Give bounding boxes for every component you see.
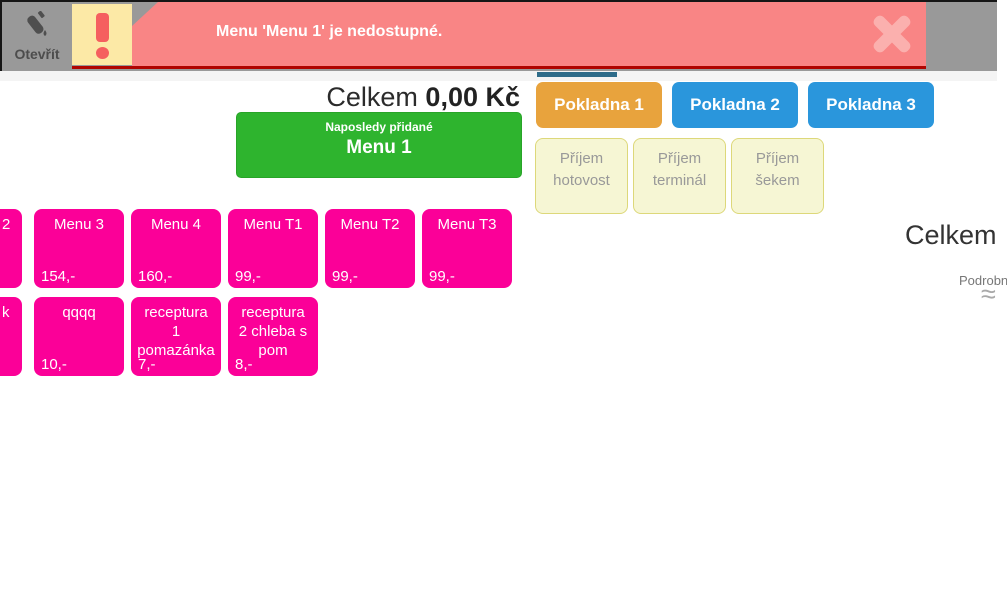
order-total: Celkem 0,00 Kč: [230, 82, 520, 113]
product-price: 160,-: [138, 268, 173, 285]
product-price: 10,-: [41, 356, 67, 373]
active-tab-indicator: [537, 72, 617, 77]
tabs-strip: [0, 71, 997, 81]
receipt-details-link[interactable]: Podrobnosti: [959, 273, 1007, 288]
product-price: 7,-: [138, 356, 156, 373]
payment-cash-button[interactable]: Příjem hotovost: [535, 138, 628, 214]
product-tile[interactable]: qqqq 10,-: [34, 297, 124, 376]
last-added-name: Menu 1: [346, 137, 412, 158]
payment-terminal-button[interactable]: Příjem terminál: [633, 138, 726, 214]
last-added-caption: Naposledy přidané: [325, 120, 433, 134]
product-tile-partial[interactable]: 2: [0, 209, 22, 288]
exclamation-icon: [96, 13, 109, 42]
register-button-2[interactable]: Pokladna 2: [672, 82, 798, 128]
notification-underline: [72, 66, 926, 69]
notification-banner: Menu 'Menu 1' je nedostupné.: [132, 2, 926, 66]
last-added-button[interactable]: Naposledy přidané Menu 1: [236, 112, 522, 178]
close-icon[interactable]: [869, 13, 915, 55]
product-tile-partial[interactable]: k: [0, 297, 22, 376]
product-tile[interactable]: receptura 2 chleba s pom 8,-: [228, 297, 318, 376]
open-button-label: Otevřít: [14, 46, 60, 62]
product-tile[interactable]: Menu T3 99,-: [422, 209, 512, 288]
product-price: 8,-: [235, 356, 253, 373]
order-total-label: Celkem: [326, 82, 418, 112]
register-button-1[interactable]: Pokladna 1: [536, 82, 662, 128]
product-price: 99,-: [332, 268, 358, 285]
product-tile[interactable]: Menu 3 154,-: [34, 209, 124, 288]
collapse-chevron-icon[interactable]: ≈: [981, 279, 996, 309]
exclamation-icon-dot: [96, 47, 109, 59]
bottle-icon: [27, 11, 47, 36]
product-price: 99,-: [235, 268, 261, 285]
warning-icon-box: [72, 4, 132, 65]
product-tile[interactable]: Menu T1 99,-: [228, 209, 318, 288]
order-total-value: 0,00 Kč: [425, 82, 520, 112]
product-tile[interactable]: receptura 1 pomazánka 7,-: [131, 297, 221, 376]
product-price: 154,-: [41, 268, 76, 285]
notification-message: Menu 'Menu 1' je nedostupné.: [216, 23, 443, 40]
toolbar: Otevřít Menu 'Menu 1' je nedostupné.: [0, 0, 997, 71]
product-tile[interactable]: Menu 4 160,-: [131, 209, 221, 288]
open-button[interactable]: Otevřít: [4, 4, 70, 66]
receipt-total-label: Celkem: [905, 220, 997, 250]
product-tile[interactable]: Menu T2 99,-: [325, 209, 415, 288]
product-price: 99,-: [429, 268, 455, 285]
register-button-3[interactable]: Pokladna 3: [808, 82, 934, 128]
payment-cheque-button[interactable]: Příjem šekem: [731, 138, 824, 214]
